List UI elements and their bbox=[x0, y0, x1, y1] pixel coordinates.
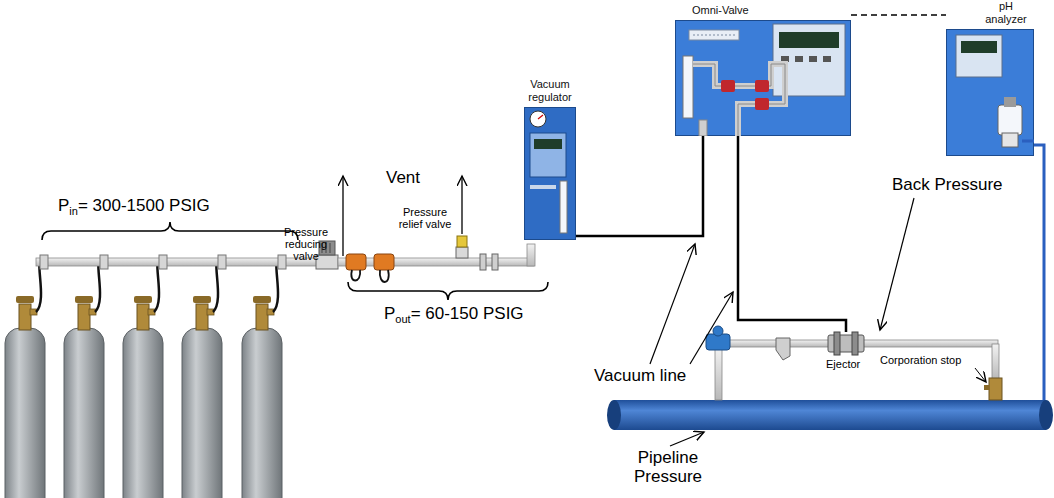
panel-art bbox=[524, 107, 576, 240]
pressure-label: Pin= 300-1500 PSIG bbox=[58, 196, 210, 217]
outlet-bracket bbox=[348, 282, 548, 300]
pressure-text: P bbox=[58, 196, 69, 215]
outlet-piping bbox=[338, 236, 535, 282]
pipeline bbox=[607, 400, 1053, 430]
callout-arrow bbox=[670, 432, 704, 446]
signal-line bbox=[851, 14, 946, 15]
part-label: Pressure relief valve bbox=[394, 206, 456, 230]
panel-art bbox=[946, 29, 1034, 156]
callout-arrow bbox=[650, 244, 695, 364]
callout-label: Back Pressure bbox=[892, 175, 1003, 194]
subscript: out bbox=[395, 313, 410, 325]
part-label: Ejector bbox=[826, 358, 860, 370]
panel-body bbox=[675, 20, 851, 136]
subscript: in bbox=[69, 205, 78, 217]
vent-arrow bbox=[342, 176, 343, 256]
part-label: Corporation stop bbox=[880, 354, 961, 366]
gas-cylinders bbox=[5, 260, 282, 498]
equipment-panel: Vacuum regulator bbox=[524, 78, 576, 240]
panel-art bbox=[675, 20, 851, 136]
equipment-panel: Omni-Valve bbox=[675, 4, 851, 136]
ejector-assembly bbox=[706, 326, 1002, 400]
pressure-text: = 300-1500 PSIG bbox=[78, 196, 210, 215]
vacuum-line bbox=[576, 136, 703, 236]
sample-line bbox=[1033, 145, 1044, 400]
callout-arrow bbox=[975, 368, 986, 382]
pressure-label: Pout= 60-150 PSIG bbox=[384, 304, 524, 325]
equipment-panel: pH analyzer bbox=[946, 0, 1034, 156]
pressure-text: P bbox=[384, 304, 395, 323]
inlet-bracket bbox=[42, 222, 298, 240]
callout-label: Vent bbox=[386, 168, 420, 187]
pressure-text: = 60-150 PSIG bbox=[411, 304, 524, 323]
panel-body bbox=[524, 107, 576, 240]
callout-label: Pipeline Pressure bbox=[630, 448, 706, 486]
callout-arrow bbox=[880, 198, 914, 330]
panel-label: pH analyzer bbox=[980, 0, 1032, 26]
panel-body bbox=[946, 29, 1034, 156]
panel-label: Vacuum regulator bbox=[524, 78, 576, 104]
callout-arrow bbox=[690, 292, 733, 364]
vacuum-line bbox=[738, 136, 846, 332]
part-label: Pressure reducing valve bbox=[278, 226, 334, 262]
callout-label: Vacuum line bbox=[594, 366, 686, 385]
manifold bbox=[36, 255, 318, 269]
panel-label: Omni-Valve bbox=[692, 4, 762, 17]
vent-arrow bbox=[461, 176, 462, 234]
